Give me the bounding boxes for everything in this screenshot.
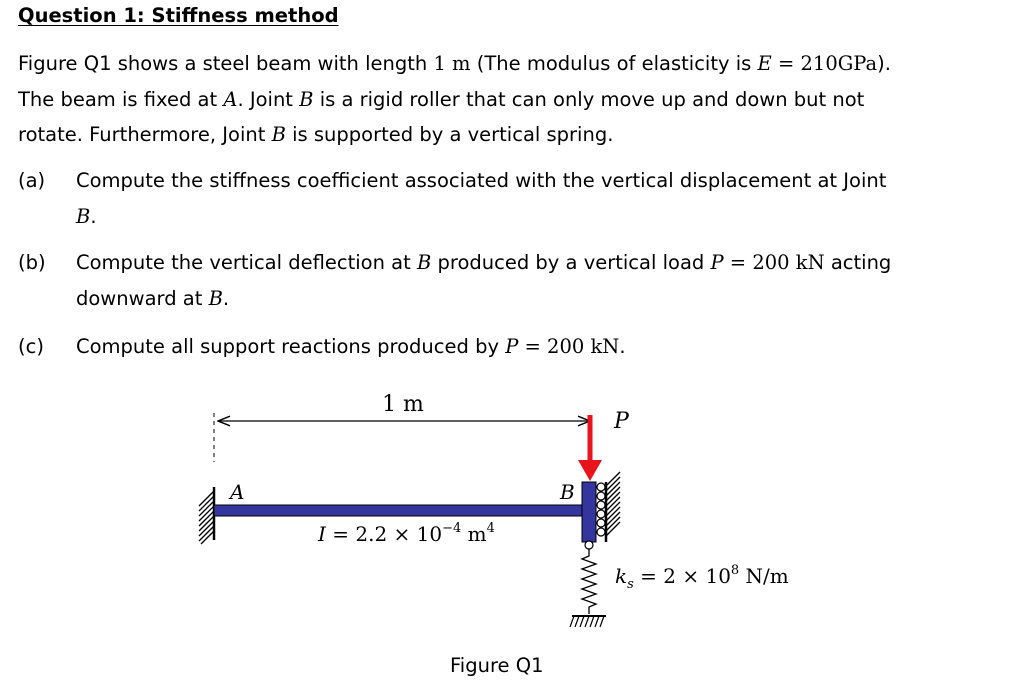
part-b-label: (b) — [18, 251, 46, 274]
load-symbol: P — [710, 251, 724, 274]
inertia-value: = 2.2 × 10 — [326, 522, 442, 546]
load-symbol: P — [505, 335, 519, 358]
intro-line-3: rotate. Furthermore, Joint B is supporte… — [18, 117, 998, 153]
beam — [213, 504, 583, 517]
spring-ground-support — [569, 615, 606, 628]
roller-block-b — [581, 481, 597, 543]
vertical-spring — [580, 540, 598, 614]
text: Compute all support reactions produced b… — [76, 335, 506, 358]
text: . — [619, 335, 626, 358]
part-a-line-1: Compute the stiffness coefficient associ… — [76, 169, 887, 192]
text: Figure Q1 shows a steel beam with length — [18, 52, 434, 75]
spring-unit: N/m — [739, 564, 789, 588]
joint-b-symbol: B — [76, 204, 91, 228]
figure-caption: Figure Q1 — [450, 654, 544, 677]
text: Compute the vertical deflection at — [76, 251, 417, 274]
part-b-line-2: downward at B. — [76, 281, 992, 317]
spring-symbol: k — [615, 564, 627, 588]
fixed-support-a — [198, 487, 216, 545]
text: (The modulus of elasticity is — [470, 52, 758, 75]
text: is a rigid roller that can only move up … — [313, 87, 865, 111]
inertia-exponent: −4 — [442, 521, 461, 536]
intro-line-2: The beam is fixed at A. Joint B is a rig… — [18, 82, 998, 118]
text: . Joint — [237, 87, 300, 111]
modulus-symbol: E — [757, 52, 772, 75]
spring-value: = 2 × 10 — [634, 564, 731, 588]
joint-a-label: A — [228, 480, 244, 504]
length-dimension-label: 1 m — [382, 392, 424, 417]
joint-b-symbol: B — [271, 123, 286, 146]
joint-b-label: B — [559, 480, 575, 504]
intro-line-1: Figure Q1 shows a steel beam with length… — [18, 46, 998, 82]
joint-b-symbol: B — [208, 286, 223, 310]
inertia-label: I = 2.2 × 10−4 m4 — [317, 521, 495, 546]
modulus-value: = 210GPa — [771, 52, 878, 75]
joint-b-symbol: B — [299, 87, 314, 111]
problem-intro: Figure Q1 shows a steel beam with length… — [18, 46, 998, 153]
spring-subscript: s — [627, 577, 634, 592]
part-c-label: (c) — [18, 335, 44, 358]
text: is supported by a vertical spring. — [285, 123, 614, 146]
load-value: = 200 kN — [518, 335, 620, 358]
roller-wheels — [596, 482, 606, 537]
joint-b-symbol: B — [416, 251, 432, 274]
inertia-unit: m — [461, 522, 486, 546]
spring-stiffness-label: ks = 2 × 108 N/m — [615, 563, 789, 592]
text: The beam is fixed at — [18, 87, 224, 111]
text: . — [90, 204, 97, 228]
load-value: = 200 kN — [723, 251, 825, 274]
inertia-unit-exponent: 4 — [487, 521, 495, 536]
text: acting — [824, 251, 892, 274]
inertia-symbol: I — [317, 522, 327, 546]
spring-exponent: 8 — [731, 563, 739, 578]
text: . — [222, 286, 230, 310]
beam-length-value: 1 m — [433, 52, 471, 75]
text: rotate. Furthermore, Joint — [18, 123, 272, 146]
load-label: P — [613, 409, 630, 434]
part-a-line-2: B. — [76, 199, 992, 235]
part-a-label: (a) — [18, 169, 46, 192]
load-arrow — [578, 415, 602, 481]
joint-a-symbol: A — [223, 87, 238, 111]
text: ). — [877, 52, 891, 75]
part-b-line-1: Compute the vertical deflection at B pro… — [76, 245, 992, 281]
text: produced by a vertical load — [431, 251, 711, 274]
roller-guide-wall — [604, 471, 621, 542]
part-c-line-1: Compute all support reactions produced b… — [76, 329, 992, 365]
text: downward at — [76, 286, 209, 310]
question-heading: Question 1: Stiffness method — [18, 4, 339, 27]
